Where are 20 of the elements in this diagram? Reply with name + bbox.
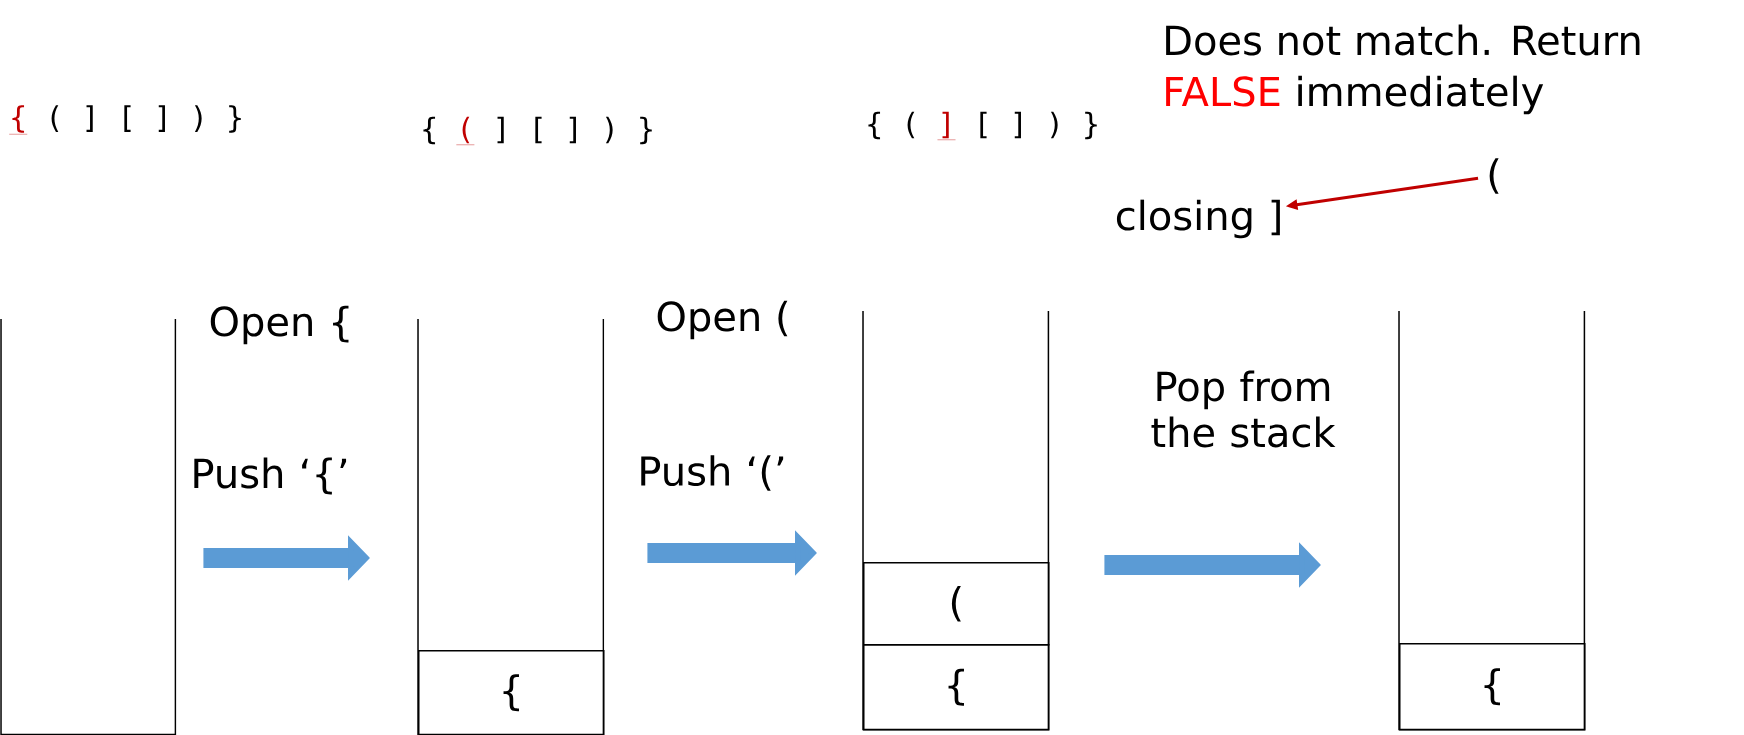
edge-label: Push ‘{’ — [194, 457, 347, 495]
stack — [862, 310, 1050, 731]
stack-cell: { — [418, 650, 605, 735]
bracket-sequence: { ( ] [ ] ) } — [868, 111, 1097, 140]
text: ( — [1489, 158, 1499, 194]
stack-cell: { — [863, 644, 1050, 731]
edge-label: Pop from the stack — [1151, 370, 1336, 448]
edge-label: Push ‘(’ — [641, 455, 784, 491]
step-label: Open { — [210, 305, 349, 345]
bracket-sequence: { ( ] [ ] ) } — [423, 116, 652, 145]
text: closing ] — [1116, 199, 1280, 239]
bracket-sequence: { ( ] [ ] ) } — [9, 105, 241, 135]
stack-cell: ( — [863, 562, 1050, 646]
stack — [1398, 310, 1586, 731]
stack-cell: { — [1399, 643, 1586, 731]
note-text: Does not match. Return — [1166, 24, 1640, 56]
step-label: Open ( — [657, 300, 788, 340]
note-text: FALSE immediately — [1166, 75, 1544, 115]
stack — [0, 318, 177, 735]
stack — [417, 318, 605, 735]
